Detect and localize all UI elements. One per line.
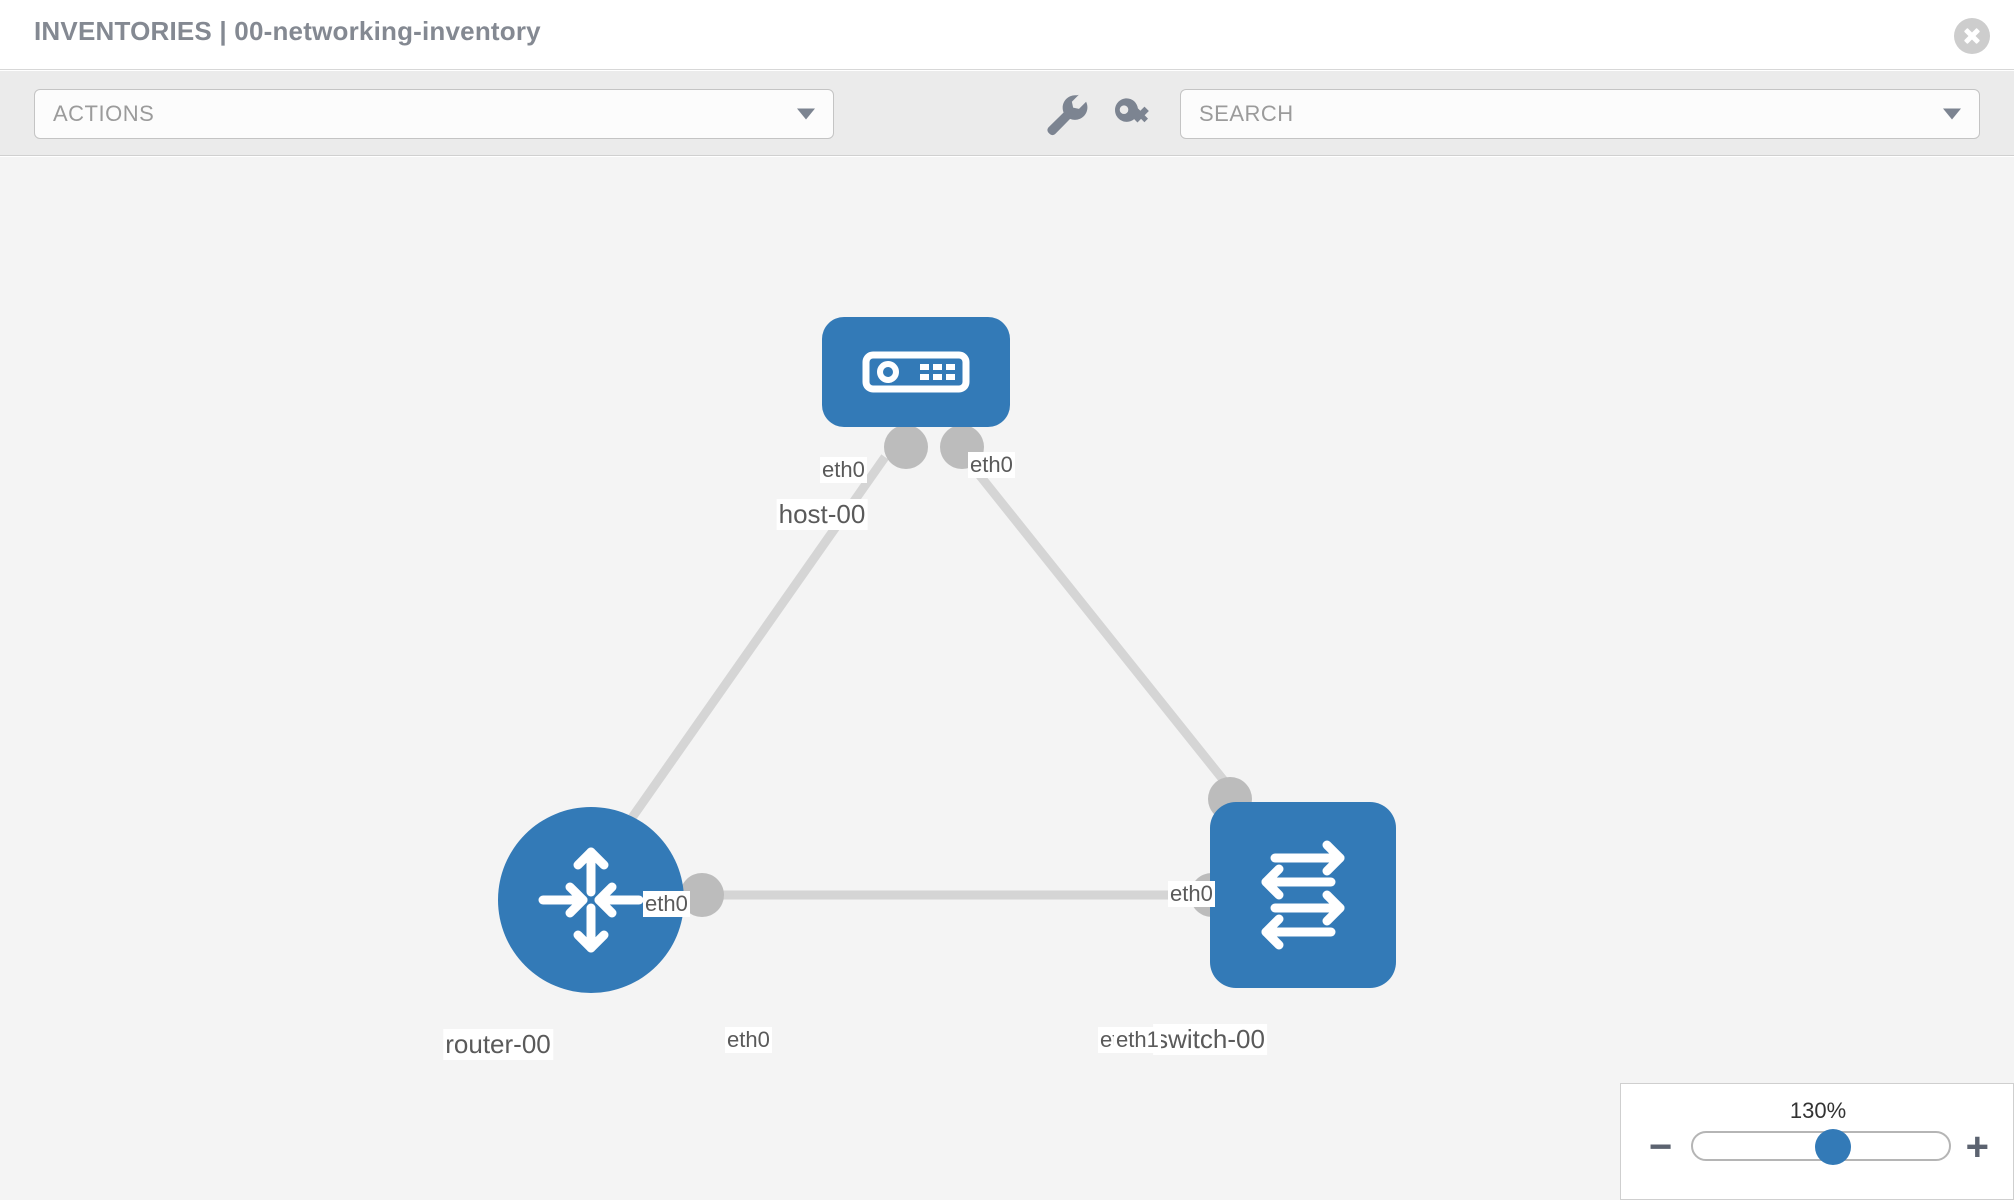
host-node-shape[interactable] (822, 317, 1010, 427)
topology-graph: host-00 (0, 157, 2014, 1200)
header-bar: INVENTORIES | 00-networking-inventory (0, 0, 2014, 70)
chevron-down-icon (1943, 108, 1961, 120)
page-title: INVENTORIES | 00-networking-inventory (34, 16, 541, 46)
switch-arrows-icon (1261, 840, 1345, 950)
toolbar: ACTIONS SEARCH (0, 71, 2014, 156)
iface-label-switch-up: eth0 (1168, 881, 1215, 907)
router-node-label: router-00 (443, 1029, 553, 1060)
chevron-down-icon (797, 108, 815, 120)
actions-dropdown-label: ACTIONS (53, 101, 155, 126)
wrench-icon[interactable] (1040, 89, 1090, 139)
iface-label-router-up: eth0 (643, 891, 690, 917)
zoom-out-button[interactable]: − (1649, 1125, 1673, 1169)
router-arrows-icon (538, 847, 644, 953)
zoom-level-value: 130% (1789, 1098, 1847, 1123)
switch-node-shape[interactable] (1210, 802, 1396, 988)
zoom-control-panel: 130% − + (1620, 1083, 2014, 1200)
iface-label-host-left: eth0 (820, 457, 867, 483)
host-node-label: host-00 (776, 499, 868, 530)
zoom-slider-thumb[interactable] (1815, 1129, 1852, 1165)
switch-node-label: switch-00 (1153, 1024, 1267, 1055)
zoom-slider[interactable] (1691, 1129, 1951, 1165)
key-icon[interactable] (1108, 89, 1158, 139)
zoom-in-button[interactable]: + (1965, 1125, 1989, 1169)
iface-label-router-right: eth0 (725, 1027, 772, 1053)
iface-label-switch-left: eth1 (1114, 1027, 1161, 1053)
search-placeholder: SEARCH (1199, 101, 1294, 126)
close-icon[interactable] (1954, 18, 1990, 54)
topology-links (592, 454, 1289, 900)
topology-canvas[interactable]: host-00 (0, 157, 2014, 1200)
actions-dropdown[interactable]: ACTIONS (34, 89, 834, 139)
search-input[interactable]: SEARCH (1180, 89, 1980, 139)
port-host-left[interactable] (884, 425, 928, 469)
server-icon (862, 351, 970, 393)
iface-label-host-right: eth0 (968, 452, 1015, 478)
